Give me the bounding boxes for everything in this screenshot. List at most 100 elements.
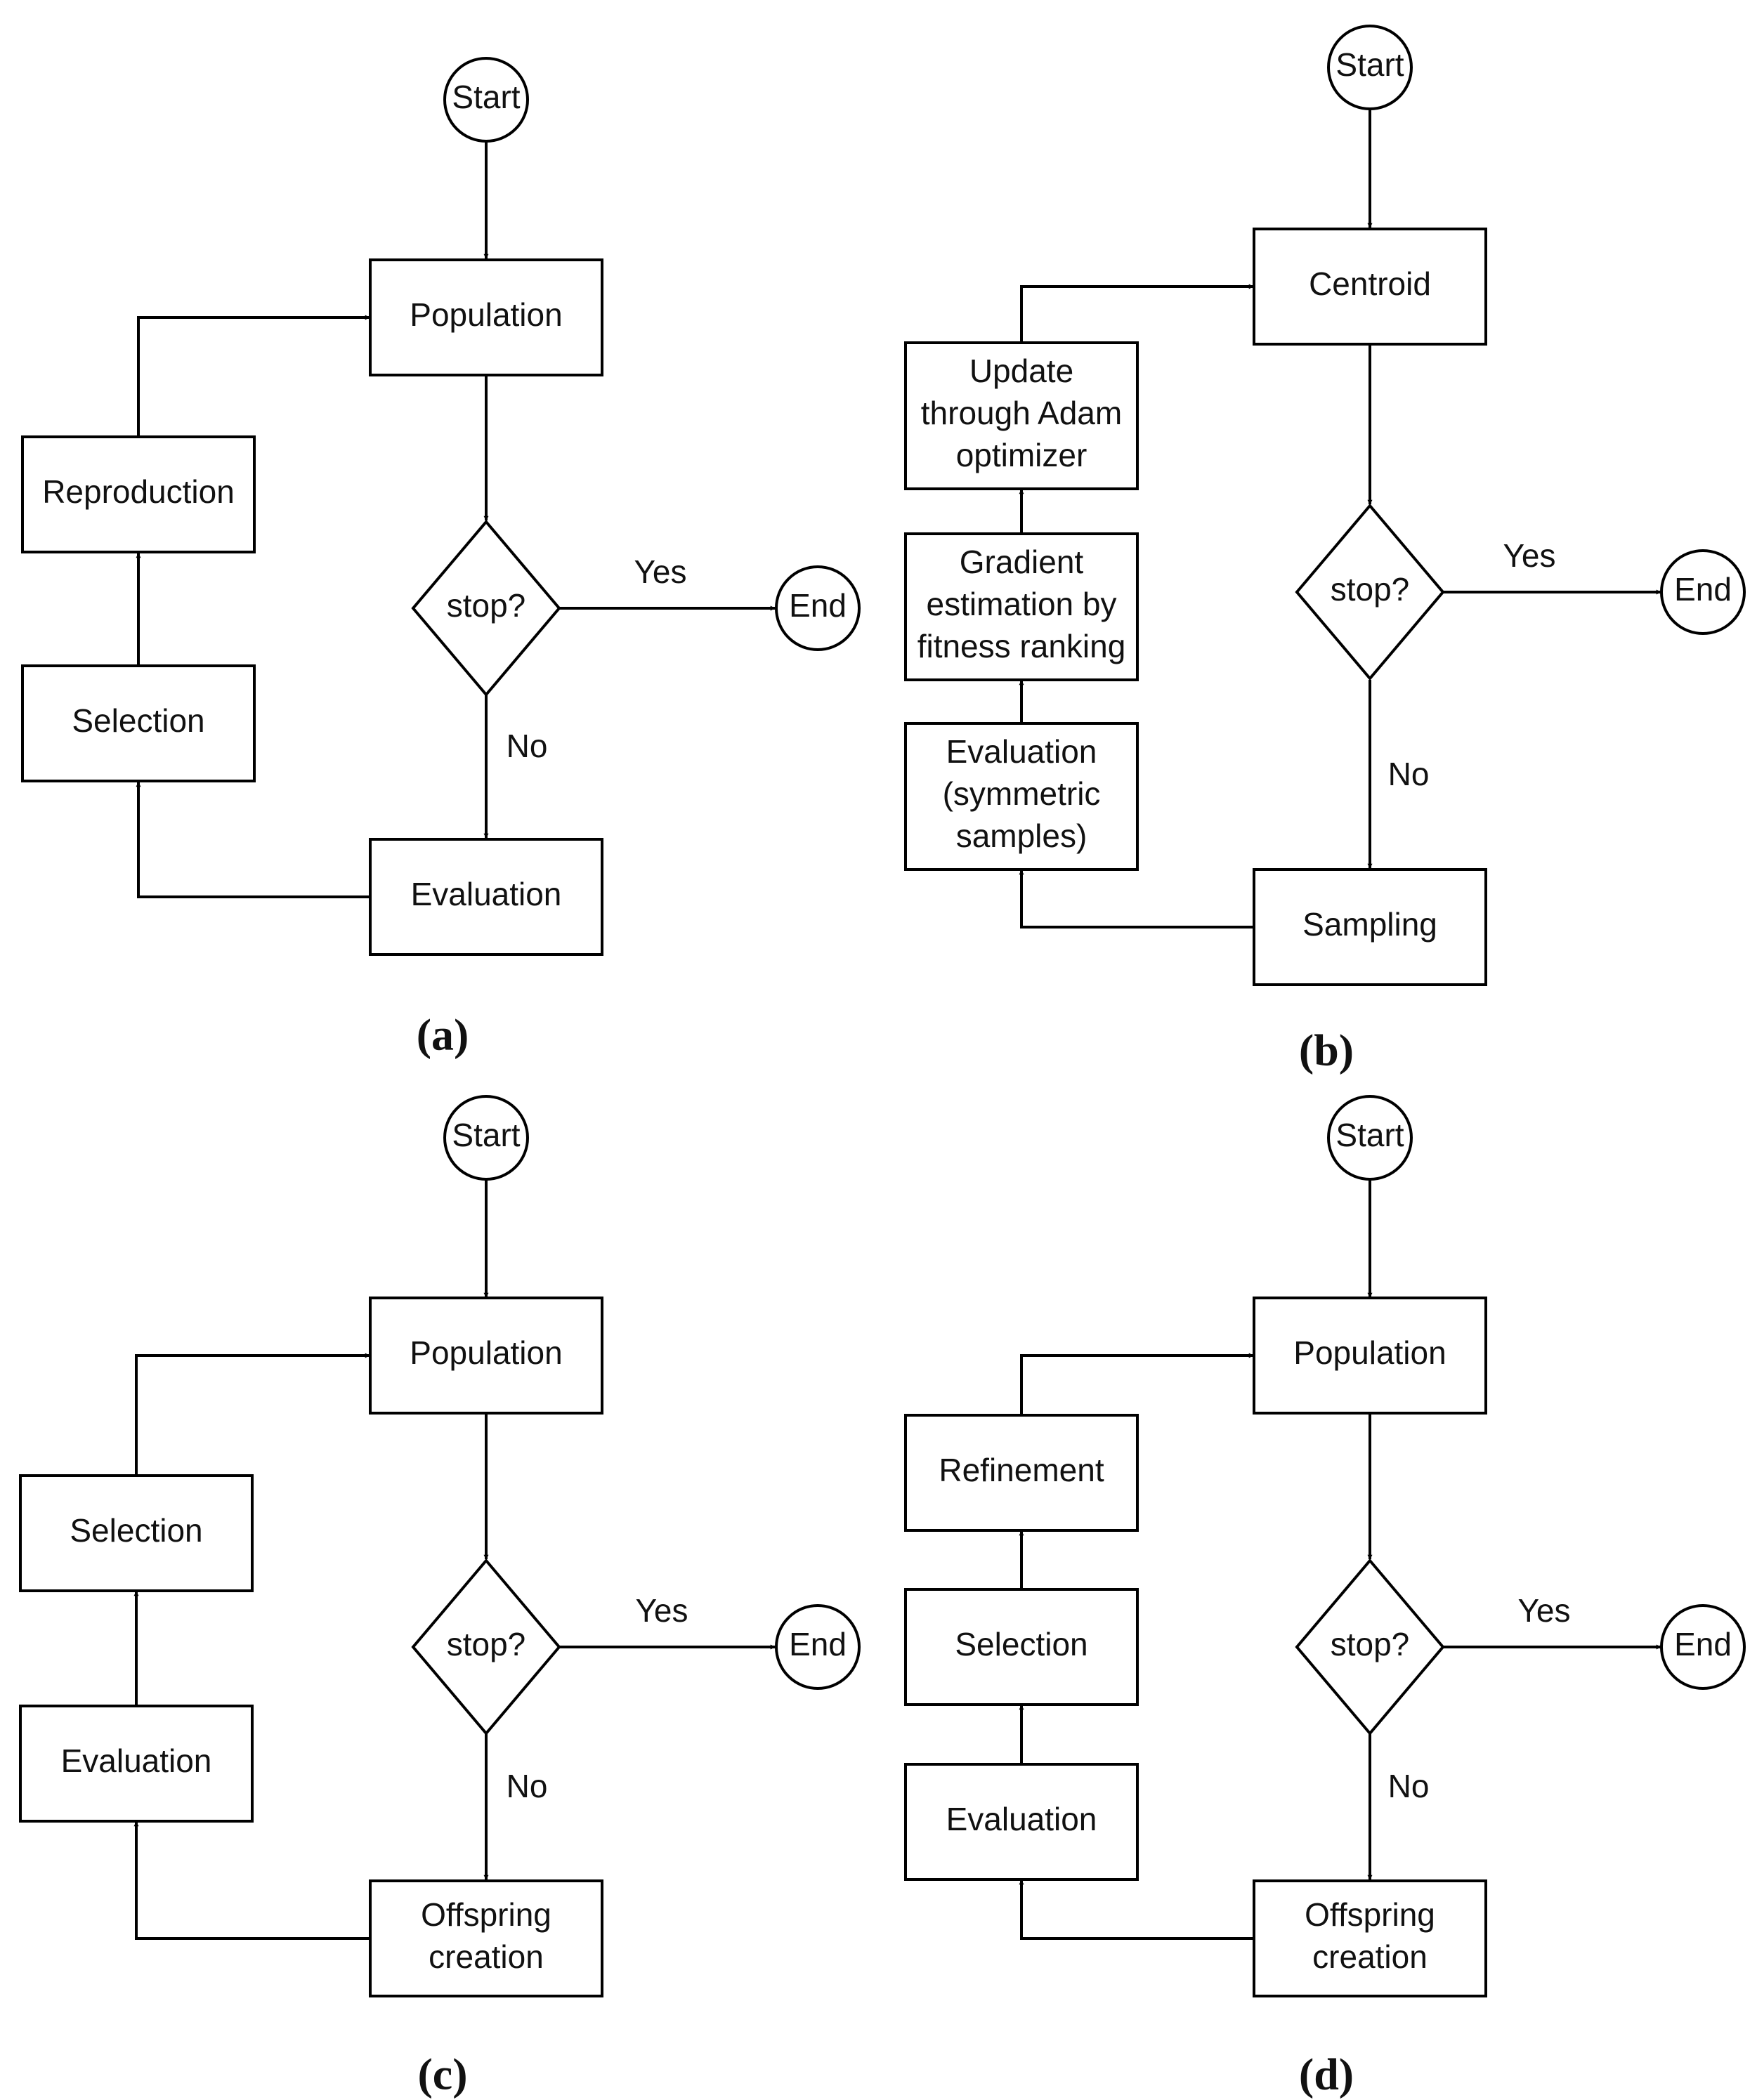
panel-b-node-stop: stop? (1295, 503, 1445, 681)
panel-d-edge-label-yes: Yes (1517, 1592, 1570, 1629)
panel-b-update-label-line-0: Update (969, 353, 1073, 389)
panel-d-caption: (d) (1299, 2049, 1354, 2099)
panel-d-end-circle (1660, 1604, 1746, 1690)
panel-c-start-circle (443, 1095, 529, 1181)
panel-d-evaluation-label-line-0: Evaluation (946, 1801, 1097, 1837)
panel-d-edge-refinement-to-population (1020, 1353, 1254, 1415)
panel-d-stop-diamond (1295, 1558, 1445, 1736)
panel-b-end-label-line-0: End (1674, 571, 1732, 608)
panel-c-caption: (c) (417, 2049, 467, 2099)
panel-d-offspring-label-line-0: Offspring (1305, 1896, 1435, 1933)
panel-d-offspring-box (1253, 1879, 1487, 1997)
panel-b-start-label-line-0: Start (1335, 46, 1404, 83)
panel-c-evaluation-label-line-0: Evaluation (61, 1743, 212, 1779)
panel-a-node-end: End (775, 565, 861, 651)
panel-b-gradient-label-line-1: estimation by (926, 586, 1116, 622)
panel-b-gradient-label-line-2: fitness ranking (917, 628, 1126, 664)
panel-d-offspring-label-line-1: creation (1312, 1938, 1428, 1975)
panel-b-gradient-box (904, 532, 1139, 681)
panel-a-end-label-line-0: End (789, 587, 847, 624)
panel-c-selection-box (19, 1474, 254, 1592)
panel-c-node-evaluation: Evaluation (19, 1705, 254, 1823)
panel-d-node-stop: stop? (1295, 1558, 1445, 1736)
panel-a-node-stop: stop? (411, 519, 561, 697)
panel-b-sampling-box (1253, 868, 1487, 986)
panel-d-refinement-box (904, 1414, 1139, 1532)
panel-b-centroid-box (1253, 228, 1487, 346)
panel-a-reproduction-label-line-0: Reproduction (42, 473, 235, 510)
panel-d-start-circle (1327, 1095, 1413, 1181)
panel-c-node-selection: Selection (19, 1474, 254, 1592)
panel-c-stop-diamond (411, 1558, 561, 1736)
panel-b-caption: (b) (1299, 1025, 1354, 1075)
panel-c-selection-label-line-0: Selection (70, 1512, 202, 1549)
panel-c-node-population: Population (369, 1297, 603, 1415)
panel-c-node-start: Start (443, 1095, 529, 1181)
panel-b-evaluation-label-line-2: samples) (956, 818, 1087, 854)
panel-c-edge-label-no: No (507, 1768, 548, 1804)
panel-d-selection-box (904, 1588, 1139, 1706)
panel-b-update-box (904, 341, 1139, 490)
panel-c-node-offspring: Offspring creation (369, 1879, 603, 1997)
panel-c-stop-label-line-0: stop? (447, 1626, 526, 1662)
panel-d-node-end: End (1660, 1604, 1746, 1690)
panel-a-edge-label-yes: Yes (634, 553, 686, 590)
panel-a-node-reproduction: Reproduction (21, 435, 256, 553)
panel-b-gradient-label-line-0: Gradient (960, 544, 1084, 580)
panel-b-node-end: End (1660, 549, 1746, 635)
panel-a-evaluation-box (369, 838, 603, 956)
panel-a-reproduction-box (21, 435, 256, 553)
panel-d-population-label-line-0: Population (1293, 1334, 1446, 1371)
panel-b-node-sampling: Sampling (1253, 868, 1487, 986)
panel-a-edge-evaluation-to-selection (136, 782, 370, 898)
panel-c-population-box (369, 1297, 603, 1415)
panel-b-node-gradient: Gradient estimation by fitness ranking (904, 532, 1139, 681)
panel-b-start-circle (1327, 25, 1413, 110)
panel-c-edge-selection-to-population (135, 1353, 370, 1475)
panel-d-stop-label-line-0: stop? (1331, 1626, 1410, 1662)
panel-a-node-start: Start (443, 57, 529, 143)
panel-a-selection-label-line-0: Selection (72, 702, 204, 739)
panel-b-edge-update-to-centroid (1020, 284, 1254, 342)
panel-c-offspring-label-line-0: Offspring (421, 1896, 551, 1933)
panel-c-evaluation-box (19, 1705, 254, 1823)
panel-a-start-circle (443, 57, 529, 143)
panel-c-edge-label-yes: Yes (635, 1592, 688, 1629)
panel-b-evaluation-label-line-1: (symmetric (943, 775, 1101, 812)
panel-c-population-label-line-0: Population (410, 1334, 562, 1371)
panel-d-node-offspring: Offspring creation (1253, 1879, 1487, 1997)
panel-a-evaluation-label-line-0: Evaluation (411, 876, 562, 912)
panel-c-offspring-label-line-1: creation (429, 1938, 544, 1975)
panel-a-population-box (369, 258, 603, 376)
panel-c-offspring-box (369, 1879, 603, 1997)
panel-b-edge-label-yes: Yes (1503, 537, 1555, 574)
panel-b-edge-sampling-to-evaluation (1019, 869, 1253, 928)
panel-d-population-box (1253, 1297, 1487, 1415)
panel-d-refinement-label-line-0: Refinement (939, 1452, 1104, 1488)
panel-d-node-evaluation: Evaluation (904, 1763, 1139, 1881)
panel-d-edge-offspring-to-evaluation (1019, 1879, 1253, 1940)
panel-d-node-selection: Selection (904, 1588, 1139, 1706)
panel-b-centroid-label-line-0: Centroid (1309, 265, 1431, 302)
panel-d-node-refinement: Refinement (904, 1414, 1139, 1532)
panel-a-selection-box (21, 664, 256, 782)
panel-b-sampling-label-line-0: Sampling (1302, 906, 1437, 943)
panel-b-stop-diamond (1295, 503, 1445, 681)
panel-b-evaluation-label-line-0: Evaluation (946, 733, 1097, 770)
panel-a-caption: (a) (417, 1010, 469, 1060)
panel-d-edge-label-no: No (1388, 1768, 1430, 1804)
panel-a-stop-diamond (411, 519, 561, 697)
panel-b-stop-label-line-0: stop? (1331, 571, 1410, 608)
panel-a-node-evaluation: Evaluation (369, 838, 603, 956)
panel-b-node-start: Start (1327, 25, 1413, 110)
panel-a-end-circle (775, 565, 861, 651)
panel-a-edge-label-no: No (507, 728, 548, 764)
panel-d-node-population: Population (1253, 1297, 1487, 1415)
panel-c-edge-offspring-to-evaluation (133, 1821, 370, 1940)
panel-d-selection-label-line-0: Selection (955, 1626, 1087, 1662)
panel-d-start-label-line-0: Start (1335, 1117, 1404, 1153)
panel-b-update-label-line-1: through Adam (921, 395, 1122, 431)
panel-b-evaluation-box (904, 722, 1139, 871)
